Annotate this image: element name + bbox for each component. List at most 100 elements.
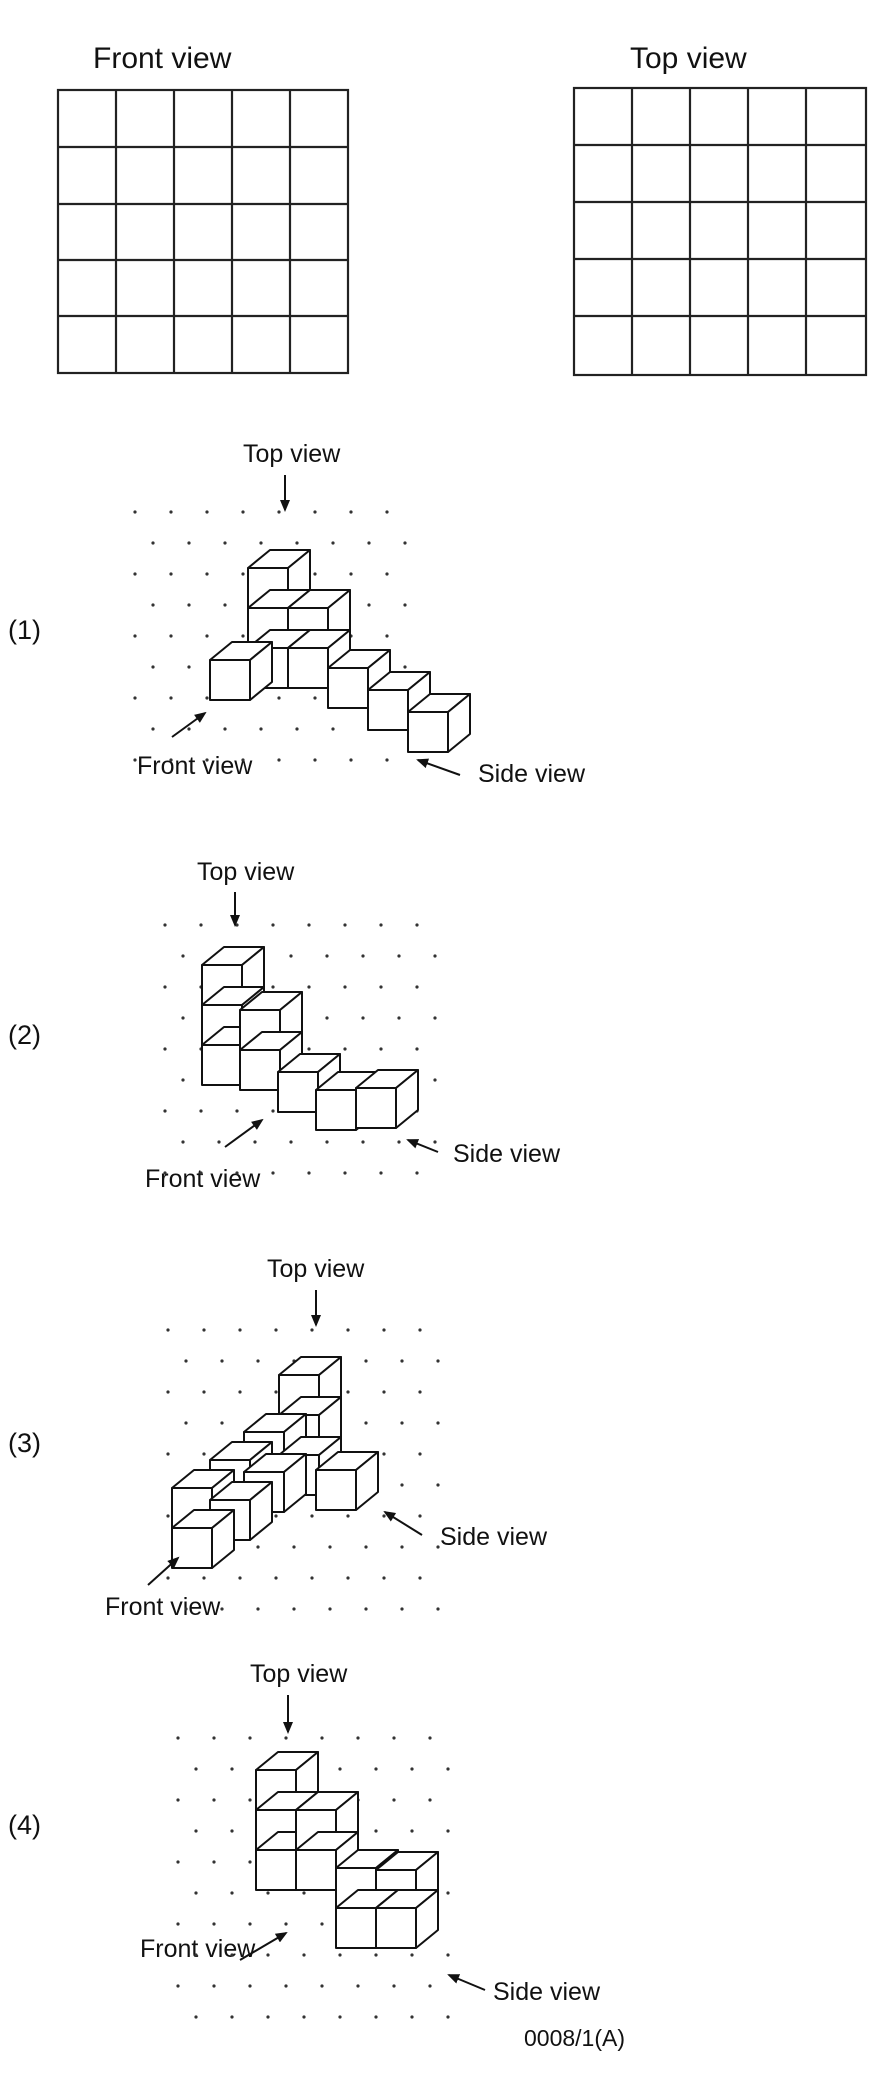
grid-dot [284, 1736, 288, 1740]
cube-side-face [355, 1451, 379, 1511]
cube-side-face [249, 641, 273, 701]
grid-dot [181, 1140, 185, 1144]
grid-dot [410, 1829, 414, 1833]
option-number-3: (3) [8, 1428, 41, 1458]
grid-dot [310, 1328, 314, 1332]
grid-dot [202, 1576, 206, 1580]
option1-front-view-label: Front view [137, 752, 253, 780]
cube-front-face [335, 1907, 377, 1949]
grid-dot [328, 1607, 332, 1611]
grid-dot [259, 541, 263, 545]
grid-dot [133, 572, 137, 576]
grid-dot [176, 1798, 180, 1802]
grid-dot [382, 1328, 386, 1332]
grid-dot [248, 1922, 252, 1926]
grid-dot [202, 1452, 206, 1456]
grid-dot [202, 1390, 206, 1394]
grid-dot [302, 1953, 306, 1957]
grid-dot [241, 758, 245, 762]
option1-side-view-label: Side view [478, 760, 585, 788]
grid-dot [205, 758, 209, 762]
grid-dot [166, 1514, 170, 1518]
grid-dot [343, 1171, 347, 1175]
grid-dot [446, 1767, 450, 1771]
grid-dot [184, 1359, 188, 1363]
grid-dot [271, 923, 275, 927]
grid-dot [385, 758, 389, 762]
cube-side-face [395, 1069, 419, 1129]
grid-dot [307, 1171, 311, 1175]
grid-dot [433, 954, 437, 958]
grid-dot [338, 2015, 342, 2019]
grid-dot [248, 1860, 252, 1864]
grid-dot [151, 541, 155, 545]
grid-dot [361, 1140, 365, 1144]
grid-dot [446, 1953, 450, 1957]
option4-front-arrow [239, 1931, 288, 1961]
grid-dot [428, 1798, 432, 1802]
option1-front-arrow [171, 711, 207, 738]
cube-front-face [277, 1071, 319, 1113]
grid-dot [325, 1016, 329, 1020]
grid-dot [392, 1736, 396, 1740]
grid-dot [223, 541, 227, 545]
grid-dot [187, 541, 191, 545]
cube-front-face [367, 689, 409, 731]
grid-dot [194, 1891, 198, 1895]
grid-dot [271, 985, 275, 989]
grid-dot [199, 1171, 203, 1175]
grid-dot [163, 1047, 167, 1051]
grid-dot [277, 510, 281, 514]
grid-dot [181, 1078, 185, 1082]
question-code: 0008/1(A) [524, 2025, 626, 2051]
grid-dot [133, 696, 137, 700]
grid-dot [230, 1953, 234, 1957]
grid-dot [205, 572, 209, 576]
grid-dot [343, 923, 347, 927]
grid-dot [238, 1390, 242, 1394]
grid-dot [199, 923, 203, 927]
grid-dot [166, 1390, 170, 1394]
grid-dot [397, 954, 401, 958]
grid-dot [199, 1109, 203, 1113]
grid-dot [382, 1390, 386, 1394]
grid-dot [374, 1953, 378, 1957]
grid-dot [284, 1984, 288, 1988]
grid-dot [248, 1736, 252, 1740]
grid-dot [367, 603, 371, 607]
grid-dot [349, 758, 353, 762]
grid-dot [205, 696, 209, 700]
grid-dot [259, 727, 263, 731]
grid-dot [151, 665, 155, 669]
grid-dot [364, 1545, 368, 1549]
grid-dot [212, 1860, 216, 1864]
cube-front-face [355, 1087, 397, 1129]
grid-dot [163, 1109, 167, 1113]
option1-top-view-label: Top view [243, 440, 341, 468]
grid-dot [310, 1514, 314, 1518]
grid-dot [325, 1140, 329, 1144]
grid-dot [418, 1576, 422, 1580]
grid-dot [166, 1328, 170, 1332]
grid-dot [446, 2015, 450, 2019]
grid-dot [382, 1576, 386, 1580]
grid-dot [346, 1576, 350, 1580]
grid-dot [418, 1452, 422, 1456]
cube-front-face [407, 711, 449, 753]
grid-dot [325, 954, 329, 958]
grid-dot [385, 510, 389, 514]
grid-dot [256, 1359, 260, 1363]
grid-dot [163, 923, 167, 927]
grid-dot [446, 1829, 450, 1833]
grid-dot [277, 696, 281, 700]
grid-dot [403, 603, 407, 607]
grid-dot [397, 1140, 401, 1144]
grid-dot [266, 1891, 270, 1895]
option-number-1: (1) [8, 615, 41, 645]
grid-dot [284, 1922, 288, 1926]
option3-side-arrow [383, 1510, 423, 1536]
grid-dot [181, 1016, 185, 1020]
cube-front-face [209, 659, 251, 701]
grid-dot [410, 1767, 414, 1771]
